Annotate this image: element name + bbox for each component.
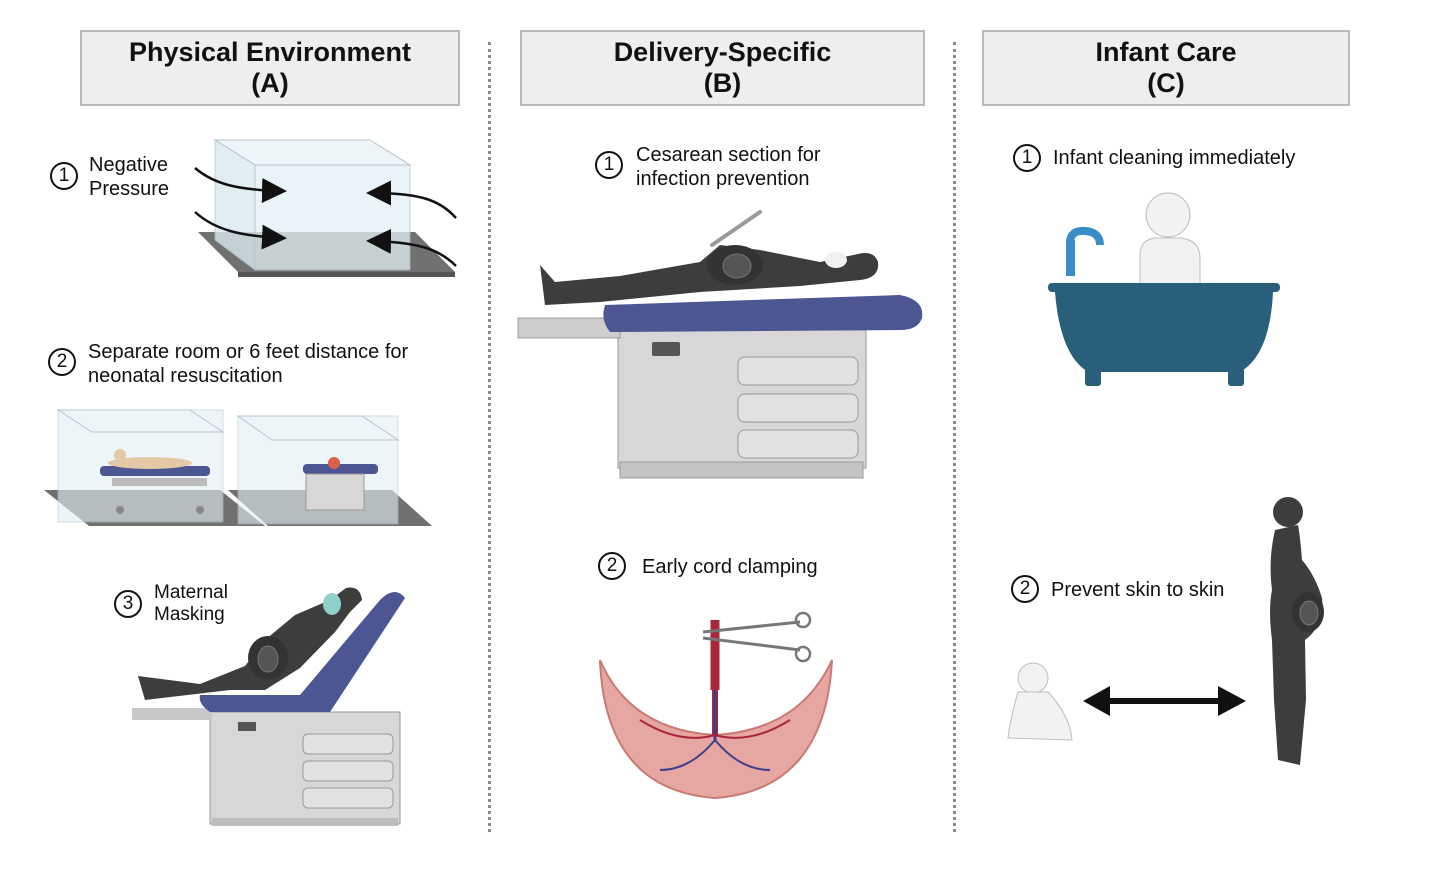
bed-wheel — [196, 506, 204, 514]
exam-drawer — [737, 393, 859, 423]
clamp-ring — [794, 645, 812, 663]
resuscitation-table — [303, 464, 378, 474]
fetus — [257, 645, 279, 673]
maternal-masking-illustration — [132, 587, 405, 826]
airflow-arrow — [366, 228, 457, 267]
exam-outlet — [652, 342, 680, 356]
placenta-vessel — [659, 739, 716, 771]
header-letter: (A) — [251, 68, 289, 98]
airflow-arrow — [194, 211, 287, 250]
bed-wheel — [116, 506, 124, 514]
exam-drawer — [737, 429, 859, 459]
exam-drawer — [302, 787, 394, 809]
bathtub-basin — [1055, 292, 1273, 372]
exam-outlet — [238, 722, 256, 731]
exam-drawer — [302, 760, 394, 782]
glass-box-side — [214, 139, 256, 271]
airflow-arrow — [366, 180, 457, 219]
exam-drawer — [302, 733, 394, 755]
glass-room-top — [56, 409, 225, 433]
cord-clamp — [702, 636, 801, 652]
negative-pressure-label: Negative Pressure — [89, 154, 170, 200]
bathtub-foot — [1085, 368, 1101, 386]
glass-box-front — [254, 164, 411, 271]
airflow-arrow — [194, 167, 287, 204]
cesarean-illustration — [517, 210, 923, 479]
header-infant-care: Infant Care (C) — [982, 30, 1350, 106]
standing-woman-body — [1270, 525, 1323, 765]
infant-figure — [328, 457, 340, 469]
header-letter: (C) — [1147, 68, 1185, 98]
cesarean-label: Cesarean section for infection preventio… — [636, 144, 821, 190]
header-physical-environment: Physical Environment (A) — [80, 30, 460, 106]
negative-pressure-room-illustration — [194, 139, 457, 277]
hospital-bed-mattress — [100, 466, 210, 476]
separation-arrowhead-right — [1218, 686, 1246, 716]
exam-table-plinth — [619, 461, 864, 479]
baby-body — [1139, 237, 1201, 286]
column-divider — [488, 42, 491, 832]
scalpel — [710, 210, 762, 247]
bathtub-foot — [1228, 368, 1244, 386]
hospital-bed-frame — [112, 478, 207, 486]
resuscitation-cabinet — [305, 473, 365, 511]
infant-cleaning-label: Infant cleaning immediately — [1053, 147, 1296, 169]
cord-clamp — [702, 620, 801, 634]
exam-table-plinth — [212, 818, 398, 826]
placenta — [599, 659, 833, 800]
reclined-woman — [138, 587, 362, 700]
reclined-cushion — [199, 591, 405, 712]
supine-woman — [540, 245, 879, 305]
step-number: 2 — [48, 348, 76, 376]
seated-baby-head — [1017, 662, 1049, 694]
placenta-vessel — [714, 719, 791, 739]
table-step — [132, 708, 212, 720]
standing-woman-head — [1273, 497, 1303, 527]
header-title: Delivery-Specific — [613, 37, 832, 67]
patient-body — [108, 457, 192, 469]
face-mask — [323, 593, 341, 615]
header-letter: (B) — [703, 68, 742, 98]
baby-head — [1145, 192, 1191, 238]
separate-room-label: Separate room or 6 feet distance for neo… — [88, 341, 409, 387]
fetus — [1299, 600, 1319, 626]
header-title: Physical Environment — [128, 37, 412, 67]
header-title: Infant Care — [1095, 37, 1237, 67]
header-delivery-specific: Delivery-Specific (B) — [520, 30, 925, 106]
separate-rooms-illustration — [44, 409, 432, 526]
cord-clamping-label: Early cord clamping — [642, 556, 818, 578]
skin-to-skin-illustration — [1007, 497, 1324, 765]
step-number: 1 — [1013, 144, 1041, 172]
faucet-neck — [1066, 226, 1104, 246]
patient-head — [114, 449, 126, 461]
clamp-ring — [794, 611, 812, 629]
fetus — [722, 253, 752, 279]
placenta-vessel — [714, 739, 771, 771]
step-number: 1 — [50, 162, 78, 190]
table-cushion — [603, 295, 923, 332]
glass-room-top — [236, 415, 400, 441]
step-number: 1 — [595, 151, 623, 179]
placenta-vessel — [639, 719, 716, 739]
exam-drawer — [737, 356, 859, 386]
maternal-masking-label: Maternal Masking — [154, 582, 228, 625]
step-number: 2 — [1011, 575, 1039, 603]
cord-clamping-illustration — [599, 611, 833, 800]
step-number: 3 — [114, 590, 142, 618]
seated-baby-body — [1007, 691, 1073, 741]
floor-slab-edge — [238, 272, 455, 277]
faucet-spout — [1066, 240, 1075, 276]
skin-to-skin-label: Prevent skin to skin — [1051, 579, 1225, 601]
column-divider — [953, 42, 956, 832]
separation-arrowhead-left — [1083, 686, 1110, 716]
bathtub-rim — [1048, 283, 1280, 292]
infant-cleaning-illustration — [1048, 192, 1280, 386]
face-mask — [825, 252, 847, 268]
step-number: 2 — [598, 552, 626, 580]
